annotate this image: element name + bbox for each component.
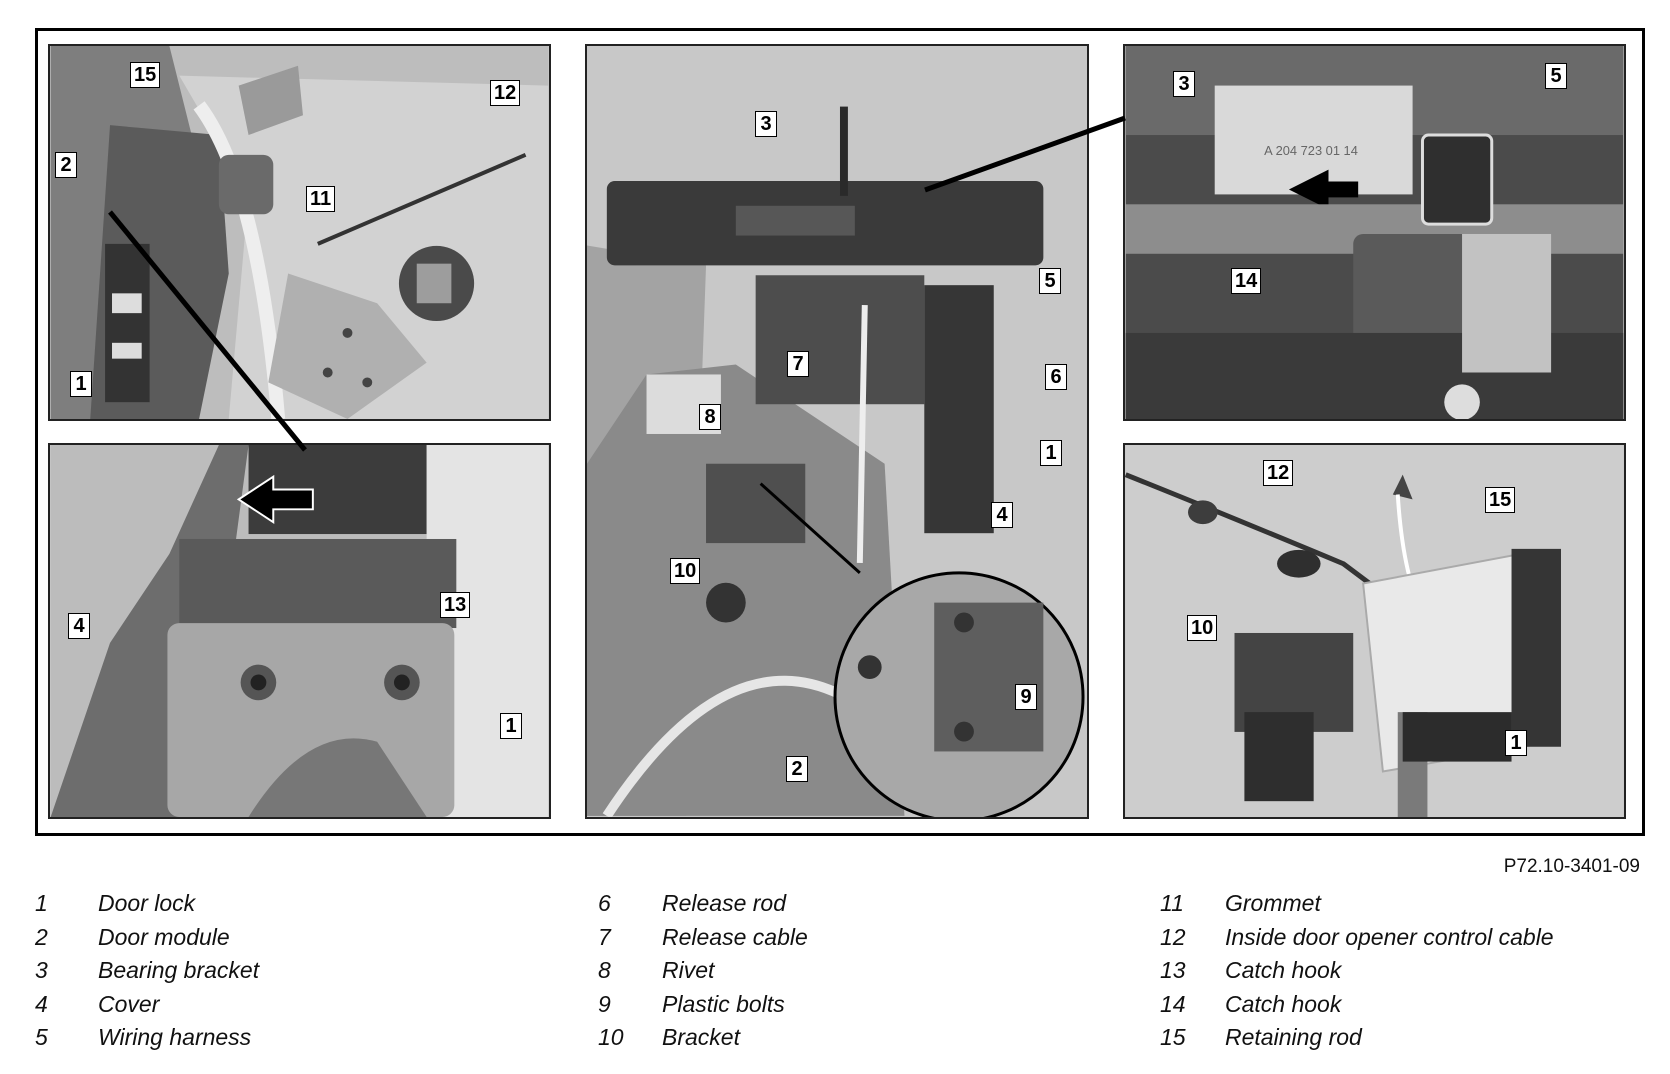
legend-item: 15 Retaining rod <box>1160 1021 1554 1055</box>
legend-item: 3 Bearing bracket <box>35 954 259 988</box>
legend-item: 8 Rivet <box>598 954 808 988</box>
legend-label: Cover <box>98 990 160 1017</box>
legend-number: 5 <box>35 1024 48 1051</box>
legend-number: 10 <box>598 1024 624 1051</box>
callout-4: 4 <box>991 502 1013 528</box>
callout-3: 3 <box>755 111 777 137</box>
legend-label: Release rod <box>662 890 787 917</box>
legend-item: 13 Catch hook <box>1160 954 1554 988</box>
callout-8: 8 <box>699 404 721 430</box>
callout-10: 10 <box>1187 615 1218 641</box>
callout-12: 12 <box>490 80 521 106</box>
legend-label: Catch hook <box>1225 957 1342 984</box>
callout-2: 2 <box>786 756 808 782</box>
callout-2: 2 <box>55 152 77 178</box>
legend-item: 12 Inside door opener control cable <box>1160 921 1554 955</box>
legend-item: 7 Release cable <box>598 921 808 955</box>
callout-5: 5 <box>1039 268 1061 294</box>
legend-number: 3 <box>35 957 48 984</box>
photo-lock-closeup <box>50 445 549 817</box>
legend-label: Rivet <box>662 957 715 984</box>
legend-number: 1 <box>35 890 48 917</box>
callout-5: 5 <box>1545 63 1567 89</box>
photo-door-module <box>587 47 1087 817</box>
legend-number: 13 <box>1160 957 1186 984</box>
legend-label: Plastic bolts <box>662 990 785 1017</box>
legend-item: 9 Plastic bolts <box>598 988 808 1022</box>
legend-label: Wiring harness <box>98 1024 252 1051</box>
legend-item: 10 Bracket <box>598 1021 808 1055</box>
photo-door-inner <box>50 46 549 419</box>
legend-label: Door module <box>98 923 230 950</box>
legend-label: Bracket <box>662 1024 740 1051</box>
callout-1: 1 <box>1040 440 1062 466</box>
photo-panel-bearing-bracket: A 204 723 01 14 3 5 14 <box>1123 44 1626 421</box>
callout-7: 7 <box>787 351 809 377</box>
legend-item: 2 Door module <box>35 921 259 955</box>
photo-panel-lock-removed: 12 15 10 1 <box>1123 443 1626 819</box>
callout-15: 15 <box>130 62 161 88</box>
legend-number: 8 <box>598 957 611 984</box>
legend-number: 9 <box>598 990 611 1017</box>
callout-15: 15 <box>1485 487 1516 513</box>
legend-number: 2 <box>35 923 48 950</box>
callout-6: 6 <box>1045 364 1067 390</box>
legend-number: 7 <box>598 923 611 950</box>
legend-item: 11 Grommet <box>1160 887 1554 921</box>
legend-number: 11 <box>1160 890 1184 917</box>
legend-number: 12 <box>1160 923 1186 950</box>
legend-item: 4 Cover <box>35 988 259 1022</box>
legend-label: Door lock <box>98 890 196 917</box>
legend-label: Release cable <box>662 923 808 950</box>
photo-bearing-bracket: A 204 723 01 14 <box>1125 46 1624 419</box>
legend-number: 4 <box>35 990 48 1017</box>
legend-label: Catch hook <box>1225 990 1342 1017</box>
photo-panel-door-module-center: 3 5 6 7 8 1 4 10 9 2 <box>585 44 1089 819</box>
callout-14: 14 <box>1231 268 1262 294</box>
legend-item: 14 Catch hook <box>1160 988 1554 1022</box>
callout-9: 9 <box>1015 684 1037 710</box>
callout-1: 1 <box>70 371 92 397</box>
legend-item: 6 Release rod <box>598 887 808 921</box>
callout-12: 12 <box>1263 460 1294 486</box>
legend-item: 1 Door lock <box>35 887 259 921</box>
part-marking: A 204 723 01 14 <box>1264 143 1358 158</box>
callout-1: 1 <box>1505 730 1527 756</box>
callout-13: 13 <box>440 592 471 618</box>
callout-10: 10 <box>670 558 701 584</box>
figure-reference: P72.10-3401-09 <box>1503 856 1640 877</box>
legend-number: 6 <box>598 890 611 917</box>
callout-3: 3 <box>1173 71 1195 97</box>
legend-number: 15 <box>1160 1024 1186 1051</box>
callout-11: 11 <box>306 186 336 212</box>
legend-column-3: 11 Grommet 12 Inside door opener control c… <box>1160 887 1554 1055</box>
photo-panel-lock-closeup: 13 4 1 <box>48 443 551 819</box>
legend-item: 5 Wiring harness <box>35 1021 259 1055</box>
photo-panel-door-inner-top-left: 15 12 2 11 1 <box>48 44 551 421</box>
legend-column-2: 6 Release rod 7 Release cable 8 Rivet 9 Plas… <box>598 887 808 1055</box>
callout-4: 4 <box>68 613 90 639</box>
legend-number: 14 <box>1160 990 1186 1017</box>
legend-label: Bearing bracket <box>98 957 260 984</box>
legend-label: Inside door opener control cable <box>1225 923 1554 950</box>
legend-label: Grommet <box>1225 890 1321 917</box>
legend-column-1: 1 Door lock 2 Door module 3 Bearing bracket… <box>35 887 259 1055</box>
callout-1: 1 <box>500 713 522 739</box>
legend-label: Retaining rod <box>1225 1024 1362 1051</box>
